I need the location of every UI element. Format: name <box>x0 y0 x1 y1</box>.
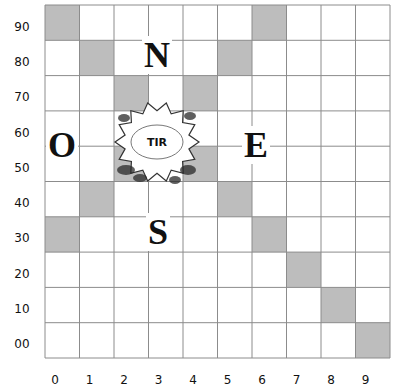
shaded-cell <box>321 287 356 322</box>
sunburst-spot <box>169 176 181 184</box>
compass-letter: E <box>242 126 270 164</box>
shaded-cell <box>80 182 115 217</box>
axis-label: 5 <box>224 374 232 386</box>
sunburst-spot <box>180 165 196 175</box>
sunburst-core <box>131 125 183 159</box>
axis-label: 60 <box>14 127 29 139</box>
shaded-cell <box>45 217 80 252</box>
axis-label: 50 <box>14 162 29 174</box>
axis-label: 8 <box>327 374 335 386</box>
axis-label: 1 <box>86 374 94 386</box>
sunburst <box>115 103 199 181</box>
axis-label: 6 <box>258 374 266 386</box>
shaded-cell <box>114 76 149 111</box>
axis-label: 9 <box>362 374 370 386</box>
axis-label: 90 <box>14 21 29 33</box>
axis-label: 2 <box>120 374 128 386</box>
compass-letter: S <box>146 213 170 251</box>
grid-line <box>355 5 356 358</box>
grid-line <box>286 5 287 358</box>
shaded-cell <box>45 5 80 40</box>
shaded-cell <box>287 252 322 287</box>
shaded-cell <box>252 217 287 252</box>
grid-line <box>45 216 390 217</box>
grid-line <box>45 358 390 359</box>
axis-label: 00 <box>14 338 29 350</box>
shaded-cell <box>218 40 253 75</box>
axis-label: 7 <box>293 374 301 386</box>
axis-label: 0 <box>51 374 59 386</box>
grid-line <box>390 5 391 358</box>
axis-label: 4 <box>189 374 197 386</box>
compass-letter: O <box>46 126 78 164</box>
sunburst-spot <box>184 112 196 120</box>
compass-letter: N <box>142 36 172 74</box>
axis-label: 70 <box>14 91 29 103</box>
shaded-cell <box>356 323 391 358</box>
center-label: TIR <box>145 136 169 149</box>
shaded-cell <box>218 182 253 217</box>
grid-line <box>45 252 390 253</box>
shaded-cell <box>80 40 115 75</box>
grid-line <box>45 181 390 182</box>
grid-line <box>252 5 253 358</box>
grid-line <box>321 5 322 358</box>
axis-label: 20 <box>14 268 29 280</box>
axis-label: 3 <box>155 374 163 386</box>
sunburst-spot <box>117 165 135 175</box>
grid-line <box>45 287 390 288</box>
shaded-cell <box>183 76 218 111</box>
sunburst-spot <box>133 174 147 182</box>
axis-label: 30 <box>14 232 29 244</box>
sunburst-spot <box>118 114 130 122</box>
shaded-cell <box>252 5 287 40</box>
grid-line <box>45 322 390 323</box>
axis-label: 40 <box>14 197 29 209</box>
axis-label: 80 <box>14 56 29 68</box>
axis-label: 10 <box>14 303 29 315</box>
